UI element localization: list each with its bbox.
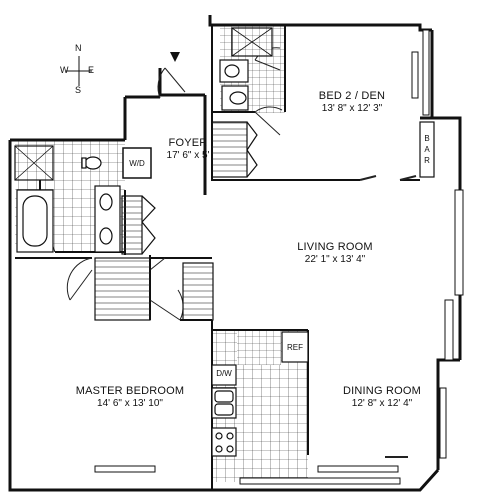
bar-letter: B bbox=[424, 134, 430, 143]
room-name: MASTER BEDROOM bbox=[75, 385, 185, 397]
bath-fixtures bbox=[14, 27, 273, 253]
room-dims: 17' 6" x 5' bbox=[166, 149, 210, 161]
refrigerator-label: REF bbox=[287, 343, 303, 352]
room-name: FOYER bbox=[168, 137, 208, 149]
room-foyer: FOYER 17' 6" x 5' bbox=[153, 137, 223, 161]
refrigerator-box bbox=[281, 331, 309, 363]
washer-dryer-label: W/D bbox=[129, 159, 145, 168]
compass-north-label: N bbox=[75, 43, 82, 53]
washer-dryer-box bbox=[122, 147, 152, 179]
kitchen-fixtures bbox=[211, 121, 435, 457]
compass-rose bbox=[66, 56, 92, 86]
room-name: LIVING ROOM bbox=[297, 241, 373, 253]
kitchen-counter-top bbox=[237, 330, 281, 365]
room-dims: 12' 8" x 12' 4" bbox=[351, 397, 413, 409]
toilet bbox=[84, 156, 102, 170]
room-name: BED 2 / DEN bbox=[318, 90, 386, 102]
room-dims: 22' 1" x 13' 4" bbox=[304, 253, 366, 265]
room-dims: 13' 8" x 12' 3" bbox=[321, 102, 383, 114]
dishwasher-label: D/W bbox=[216, 369, 232, 378]
entry-arrow-icon bbox=[170, 52, 180, 62]
bar-letter: R bbox=[424, 156, 430, 165]
stove bbox=[211, 427, 237, 457]
room-master: MASTER BEDROOM 14' 6" x 13' 10" bbox=[60, 385, 200, 409]
room-dining: DINING ROOM 12' 8" x 12' 4" bbox=[327, 385, 437, 409]
compass-south-label: S bbox=[75, 85, 82, 95]
bar-letter: A bbox=[424, 145, 430, 154]
compass-west-label: W bbox=[60, 65, 69, 75]
compass-east-label: E bbox=[88, 65, 95, 75]
bar-counter bbox=[419, 121, 435, 178]
windows bbox=[94, 29, 464, 485]
dishwasher-box bbox=[211, 364, 237, 386]
room-living: LIVING ROOM 22' 1" x 13' 4" bbox=[280, 241, 390, 265]
room-bed2: BED 2 / DEN 13' 8" x 12' 3" bbox=[302, 90, 402, 114]
closets bbox=[94, 121, 258, 321]
room-dims: 14' 6" x 13' 10" bbox=[97, 397, 163, 409]
room-name: DINING ROOM bbox=[343, 385, 421, 397]
